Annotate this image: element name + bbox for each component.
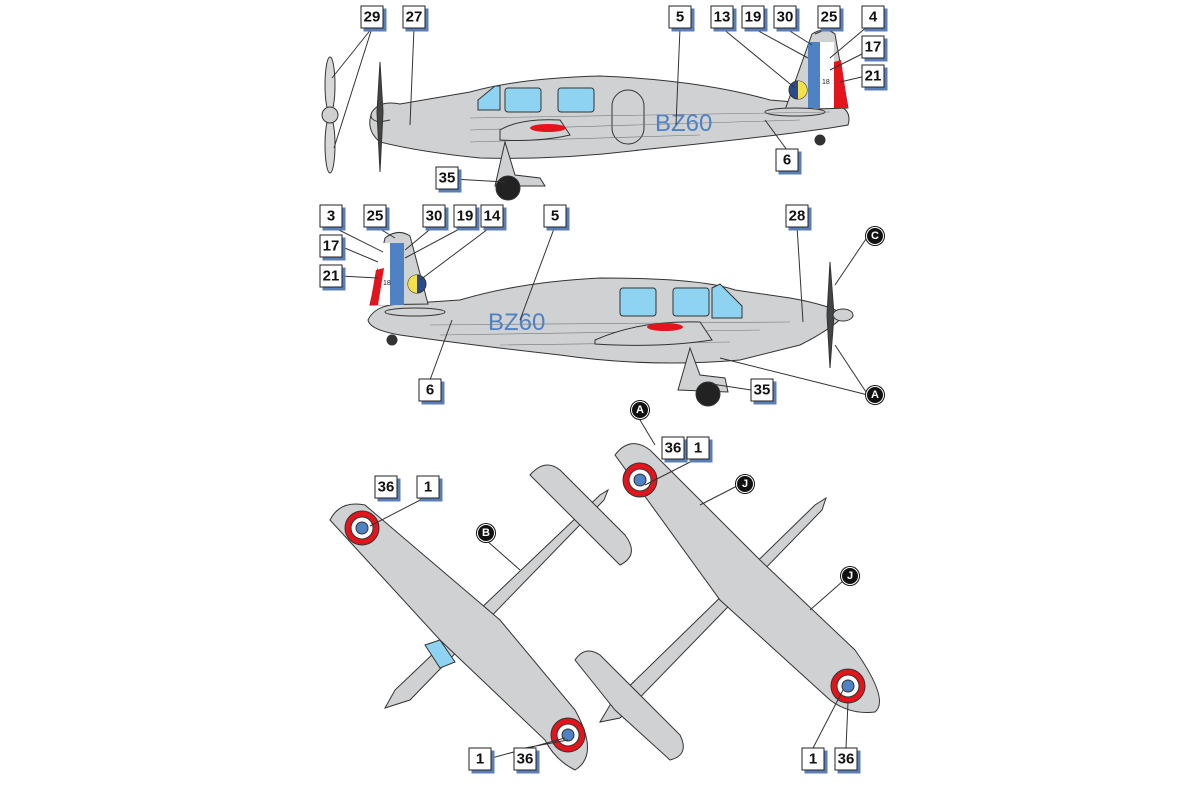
callout-5: 5 xyxy=(543,204,567,228)
side-view-bottom: BZ60 18 xyxy=(367,232,854,407)
letter-callout-b: B xyxy=(477,524,495,542)
callout-14: 14 xyxy=(480,204,504,228)
callout-30: 30 xyxy=(422,204,446,228)
callout-6: 6 xyxy=(418,378,442,402)
callout-1: 1 xyxy=(468,747,492,771)
letter-callout-j: J xyxy=(841,567,859,585)
callout-17: 17 xyxy=(319,234,343,258)
callout-19: 19 xyxy=(741,5,765,29)
plan-view-left xyxy=(329,464,632,771)
registration-marking: BZ60 xyxy=(655,110,712,137)
callout-25: 25 xyxy=(817,5,841,29)
letter-callout-a: A xyxy=(631,401,649,419)
registration-marking: BZ60 xyxy=(488,309,545,336)
callout-1: 1 xyxy=(686,436,710,460)
callout-25: 25 xyxy=(363,204,387,228)
callout-29: 29 xyxy=(360,5,384,29)
tail-number: 18 xyxy=(822,79,830,86)
callout-21: 21 xyxy=(861,64,885,88)
callout-17: 17 xyxy=(861,35,885,59)
letter-callout-a: A xyxy=(866,386,884,404)
callout-30: 30 xyxy=(773,5,797,29)
callout-27: 27 xyxy=(402,5,426,29)
callout-1: 1 xyxy=(801,747,825,771)
letter-callout-c: C xyxy=(866,227,884,245)
tail-number: 18 xyxy=(383,280,391,287)
plan-view-right xyxy=(574,443,880,761)
callout-36: 36 xyxy=(834,747,858,771)
callout-3: 3 xyxy=(319,204,343,228)
callout-1: 1 xyxy=(416,475,440,499)
callout-21: 21 xyxy=(319,264,343,288)
callout-19: 19 xyxy=(453,204,477,228)
callout-35: 35 xyxy=(435,166,459,190)
callout-36: 36 xyxy=(374,475,398,499)
callout-5: 5 xyxy=(668,5,692,29)
callout-4: 4 xyxy=(861,5,885,29)
callout-35: 35 xyxy=(750,378,774,402)
letter-callout-j: J xyxy=(736,475,754,493)
callout-13: 13 xyxy=(710,5,734,29)
callout-28: 28 xyxy=(785,204,809,228)
callout-36: 36 xyxy=(513,747,537,771)
side-view-top: BZ60 18 xyxy=(321,29,850,201)
callout-6: 6 xyxy=(775,148,799,172)
callout-36: 36 xyxy=(661,436,685,460)
